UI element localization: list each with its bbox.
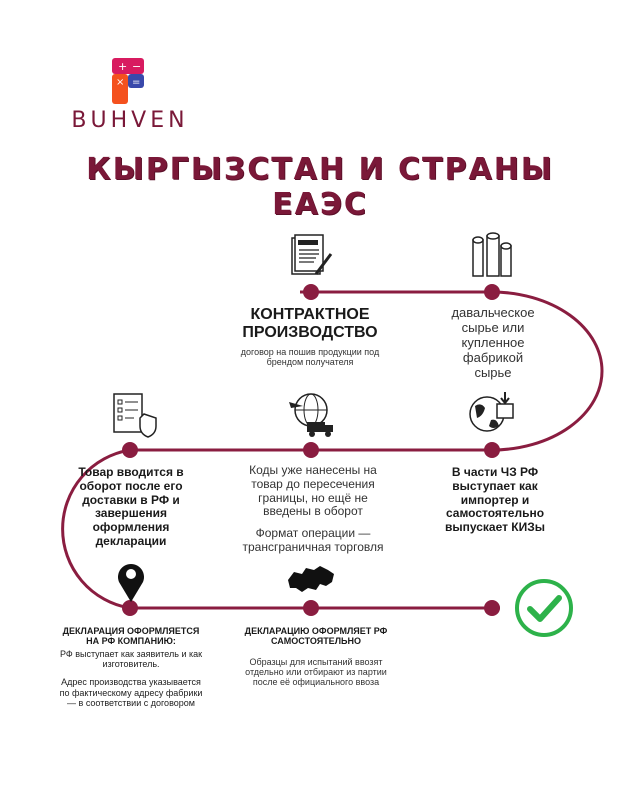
russia-map-icon: [288, 566, 334, 592]
declaration-company-line1: РФ выступает как заявитель и как изготов…: [59, 648, 203, 670]
step-dot-codes: [303, 442, 319, 458]
codes-step: Коды уже нанесены на товар до пересечени…: [238, 463, 388, 555]
declaration-company-heading: ДЕКЛАРАЦИЯ ОФОРМЛЯЕТСЯ НА РФ КОМПАНИЮ:: [62, 626, 200, 647]
contract-step: КОНТРАКТНОЕ ПРОИЗВОДСТВО договор на поши…: [220, 306, 400, 367]
svg-text:−: −: [132, 60, 141, 73]
fabric-rolls-icon: [472, 232, 512, 277]
step-dot-contract: [303, 284, 319, 300]
declaration-self-heading: ДЕКЛАРАЦИЮ ОФОРМЛЯЕТ РФ САМОСТОЯТЕЛЬНО: [244, 626, 388, 647]
step-dot-declaration-company: [122, 600, 138, 616]
checklist-shield-icon: [113, 393, 157, 438]
calculator-logo-icon: + − × =: [112, 58, 144, 104]
contract-document-icon: [291, 234, 333, 275]
declaration-company-step: ДЕКЛАРАЦИЯ ОФОРМЛЯЕТСЯ НА РФ КОМПАНИЮ: Р…: [56, 626, 206, 708]
declaration-self-step: ДЕКЛАРАЦИЮ ОФОРМЛЯЕТ РФ САМОСТОЯТЕЛЬНО О…: [236, 626, 396, 688]
circulation-text: Товар вводится в оборот после его достав…: [78, 465, 184, 548]
codes-text: Коды уже нанесены на товар до пересечени…: [249, 463, 377, 519]
step-dot-importer: [484, 442, 500, 458]
page-title: КЫРГЫЗСТАН И СТРАНЫ ЕАЭС: [86, 152, 554, 222]
contract-desc: договор на пошив продукции под брендом п…: [240, 346, 380, 368]
svg-text:+: +: [118, 60, 127, 73]
declaration-company-line2: Адрес производства указывается по фактич…: [59, 677, 203, 709]
location-pin-icon: [118, 564, 144, 602]
brand-name: BUHVEN: [71, 108, 189, 133]
codes-format: Формат операции — трансграничная торговл…: [242, 526, 384, 554]
step-dot-declaration-self: [303, 600, 319, 616]
step-dot-circulation: [122, 442, 138, 458]
step-dot-material: [484, 284, 500, 300]
globe-box-icon: [469, 392, 514, 432]
importer-text: В части ЧЗ РФ выступает как импортер и с…: [444, 465, 546, 535]
material-text: давальческое сырье или купленное фабрико…: [451, 305, 535, 380]
svg-text:×: ×: [116, 77, 124, 88]
step-dot-final: [484, 600, 500, 616]
checkmark-icon: [515, 579, 573, 637]
declaration-self-desc: Образцы для испытаний ввозят отдельно ил…: [245, 656, 387, 688]
global-logistics-icon: [289, 393, 333, 437]
svg-text:=: =: [132, 77, 140, 88]
contract-heading: КОНТРАКТНОЕ ПРОИЗВОДСТВО: [242, 306, 378, 342]
